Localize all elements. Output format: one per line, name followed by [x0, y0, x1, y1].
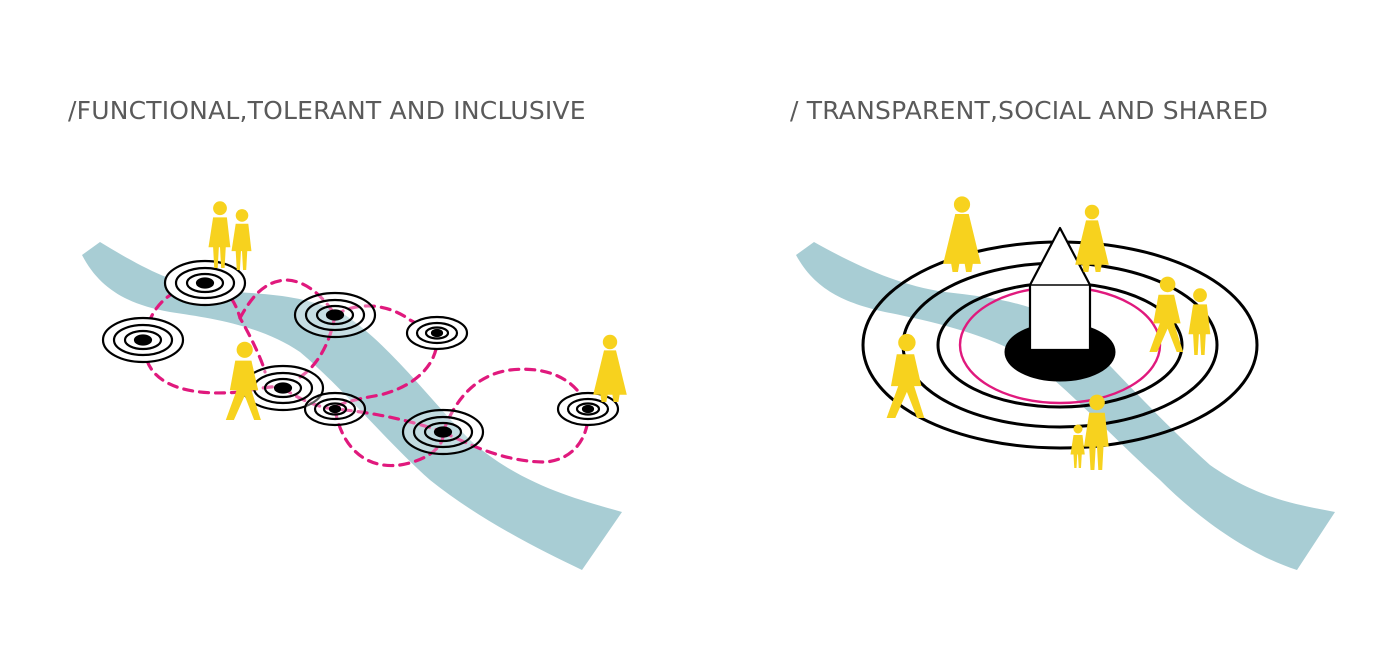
- right-river: [796, 242, 1335, 570]
- person-silhouette-icon: [1075, 204, 1109, 272]
- left-panel-title: /FUNCTIONAL,TOLERANT AND INCLUSIVE: [68, 96, 586, 125]
- ring-node-4: [405, 315, 469, 351]
- person-silhouette-icon: [225, 341, 261, 420]
- person-silhouette-icon: [231, 209, 252, 270]
- ring-node-3: [293, 291, 377, 339]
- left-river: [82, 242, 622, 570]
- person-silhouette-icon: [593, 334, 627, 402]
- ring-node-8: [556, 391, 620, 427]
- person-silhouette-icon: [943, 196, 981, 272]
- person-silhouette-icon: [208, 201, 231, 268]
- ring-node-7: [401, 408, 485, 456]
- person-silhouette-icon: [1070, 424, 1085, 468]
- left-ring-nodes: [101, 259, 620, 456]
- person-silhouette-icon: [886, 333, 925, 418]
- right-panel-title: / TRANSPARENT,SOCIAL AND SHARED: [790, 96, 1269, 125]
- house-icon: [1028, 226, 1092, 352]
- person-silhouette-icon: [1149, 276, 1184, 352]
- right-panel: [796, 196, 1335, 570]
- ring-node-5: [241, 364, 325, 412]
- left-panel: [82, 201, 627, 570]
- ring-node-2: [101, 316, 185, 364]
- ring-node-1: [163, 259, 247, 307]
- person-silhouette-icon: [1188, 288, 1211, 355]
- ring-node-6: [303, 391, 367, 427]
